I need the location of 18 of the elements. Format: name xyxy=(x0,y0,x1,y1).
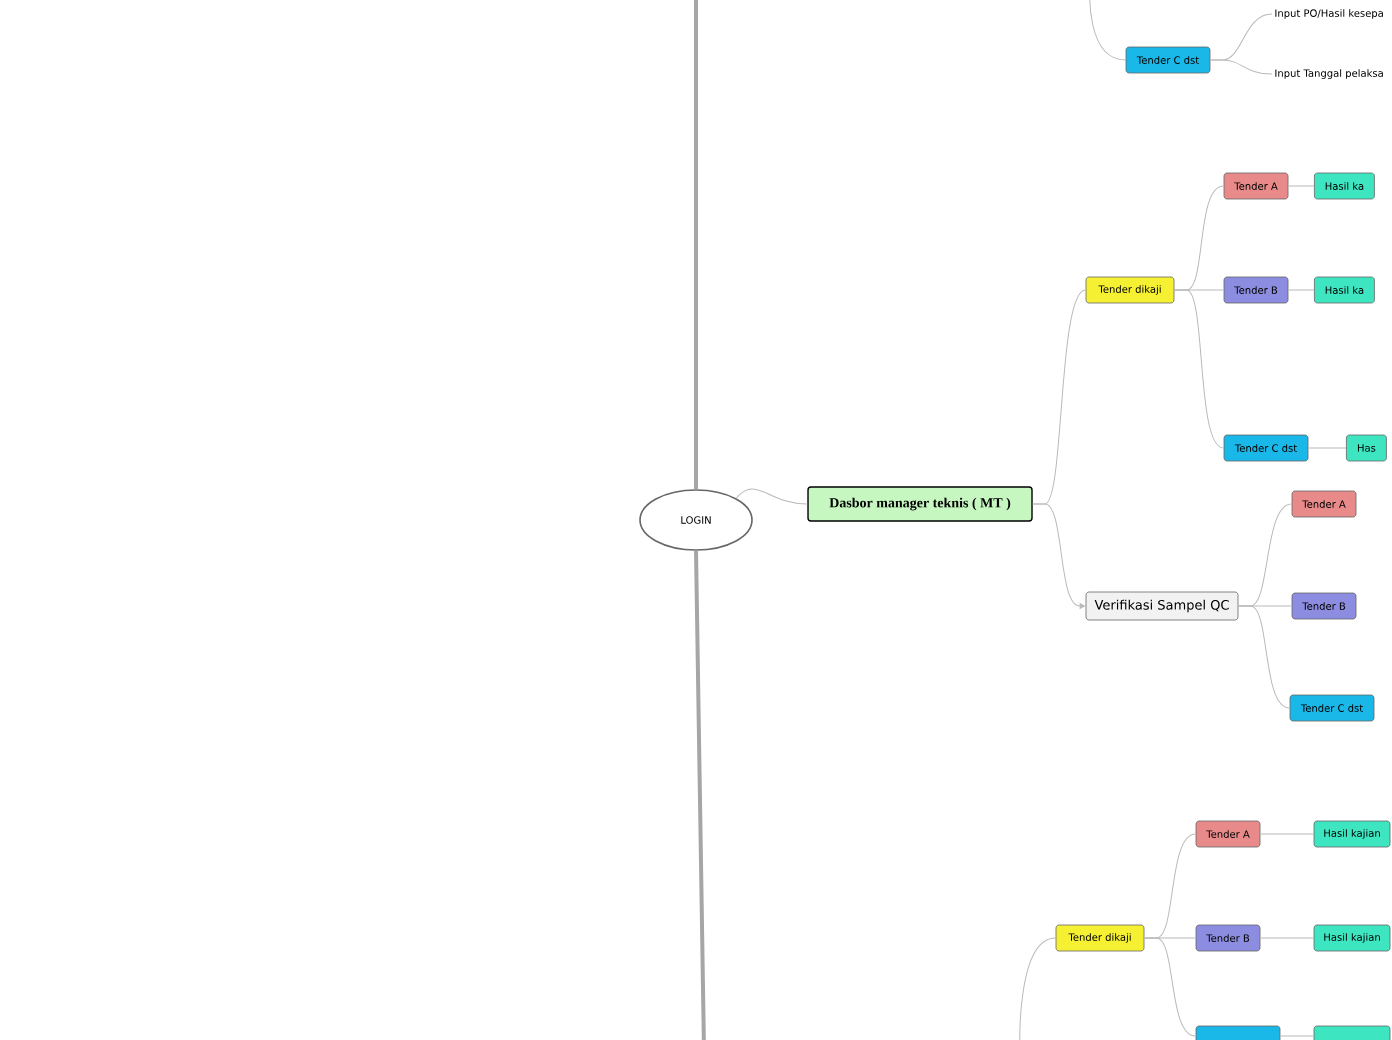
connector xyxy=(1259,833,1315,835)
connector xyxy=(694,0,698,490)
topic-box xyxy=(1195,1025,1281,1040)
connector xyxy=(1287,289,1315,291)
connector xyxy=(1019,937,1057,1040)
connector xyxy=(1259,937,1315,939)
connector xyxy=(735,488,808,505)
connector xyxy=(1032,503,1085,609)
connector xyxy=(1143,937,1197,1037)
connector xyxy=(1237,605,1291,709)
connector xyxy=(1173,289,1225,449)
connector xyxy=(1089,0,1127,61)
connector xyxy=(694,550,706,1040)
connector xyxy=(1279,1035,1315,1037)
topic-box xyxy=(1313,1025,1391,1040)
connector xyxy=(1209,59,1273,75)
connector xyxy=(1307,447,1347,449)
connector xyxy=(1287,185,1315,187)
